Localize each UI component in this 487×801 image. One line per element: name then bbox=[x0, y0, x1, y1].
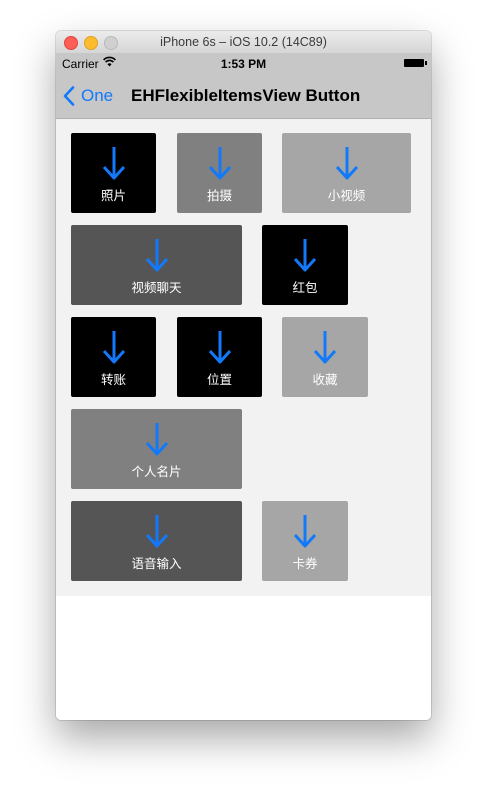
item-label: 照片 bbox=[100, 188, 126, 203]
arrow-down-icon bbox=[293, 515, 317, 548]
navigation-bar: One EHFlexibleItemsView Button bbox=[56, 73, 431, 119]
status-bar: Carrier 1:53 PM bbox=[56, 53, 431, 73]
item-label: 语音输入 bbox=[131, 556, 182, 571]
item-label: 收藏 bbox=[312, 372, 338, 387]
battery-icon bbox=[404, 59, 427, 67]
page-title: EHFlexibleItemsView Button bbox=[131, 86, 361, 105]
item-button-video-chat[interactable]: 视频聊天 bbox=[71, 225, 242, 305]
status-time: 1:53 PM bbox=[220, 57, 267, 71]
back-button[interactable]: One bbox=[63, 85, 113, 107]
arrow-down-icon bbox=[313, 331, 337, 364]
arrow-down-icon bbox=[102, 331, 125, 364]
zoom-window-button[interactable] bbox=[104, 36, 118, 50]
item-label: 位置 bbox=[206, 372, 232, 387]
chevron-left-icon bbox=[63, 86, 75, 106]
arrow-down-icon bbox=[102, 147, 125, 180]
simulator-window: iPhone 6s – iOS 10.2 (14C89) Carrier 1:5… bbox=[56, 31, 431, 720]
item-label: 视频聊天 bbox=[131, 280, 182, 295]
item-button-location[interactable]: 位置 bbox=[177, 317, 262, 397]
arrow-down-icon bbox=[293, 239, 317, 272]
arrow-down-icon bbox=[208, 147, 231, 180]
carrier-label: Carrier bbox=[62, 57, 99, 71]
item-label: 卡券 bbox=[292, 556, 318, 571]
item-button-favorites[interactable]: 收藏 bbox=[282, 317, 368, 397]
item-button-business-card[interactable]: 个人名片 bbox=[71, 409, 242, 489]
item-label: 个人名片 bbox=[131, 464, 182, 479]
back-button-label: One bbox=[81, 86, 114, 105]
item-button-photo[interactable]: 照片 bbox=[71, 133, 156, 213]
item-button-short-video[interactable]: 小视频 bbox=[282, 133, 411, 213]
arrow-down-icon bbox=[145, 515, 168, 548]
window-title: iPhone 6s – iOS 10.2 (14C89) bbox=[160, 35, 327, 49]
arrow-down-icon bbox=[145, 239, 168, 272]
empty-area bbox=[56, 596, 431, 720]
arrow-down-icon bbox=[208, 331, 231, 364]
item-button-voice-input[interactable]: 语音输入 bbox=[71, 501, 242, 581]
arrow-down-icon bbox=[335, 147, 358, 180]
flexible-items-view: 照片 拍摄 小视频 视频聊天 红包 转账 位置 收藏 bbox=[56, 119, 431, 596]
item-button-red-packet[interactable]: 红包 bbox=[262, 225, 348, 305]
item-label: 转账 bbox=[100, 372, 126, 387]
close-window-button[interactable] bbox=[64, 36, 78, 50]
item-label: 小视频 bbox=[327, 188, 366, 203]
item-button-shoot[interactable]: 拍摄 bbox=[177, 133, 262, 213]
item-button-transfer[interactable]: 转账 bbox=[71, 317, 156, 397]
arrow-down-icon bbox=[145, 423, 168, 456]
item-button-coupons[interactable]: 卡券 bbox=[262, 501, 348, 581]
minimize-window-button[interactable] bbox=[84, 36, 98, 50]
item-label: 拍摄 bbox=[206, 188, 232, 203]
wifi-icon bbox=[103, 56, 116, 70]
window-titlebar: iPhone 6s – iOS 10.2 (14C89) bbox=[56, 31, 431, 54]
item-label: 红包 bbox=[292, 280, 318, 295]
